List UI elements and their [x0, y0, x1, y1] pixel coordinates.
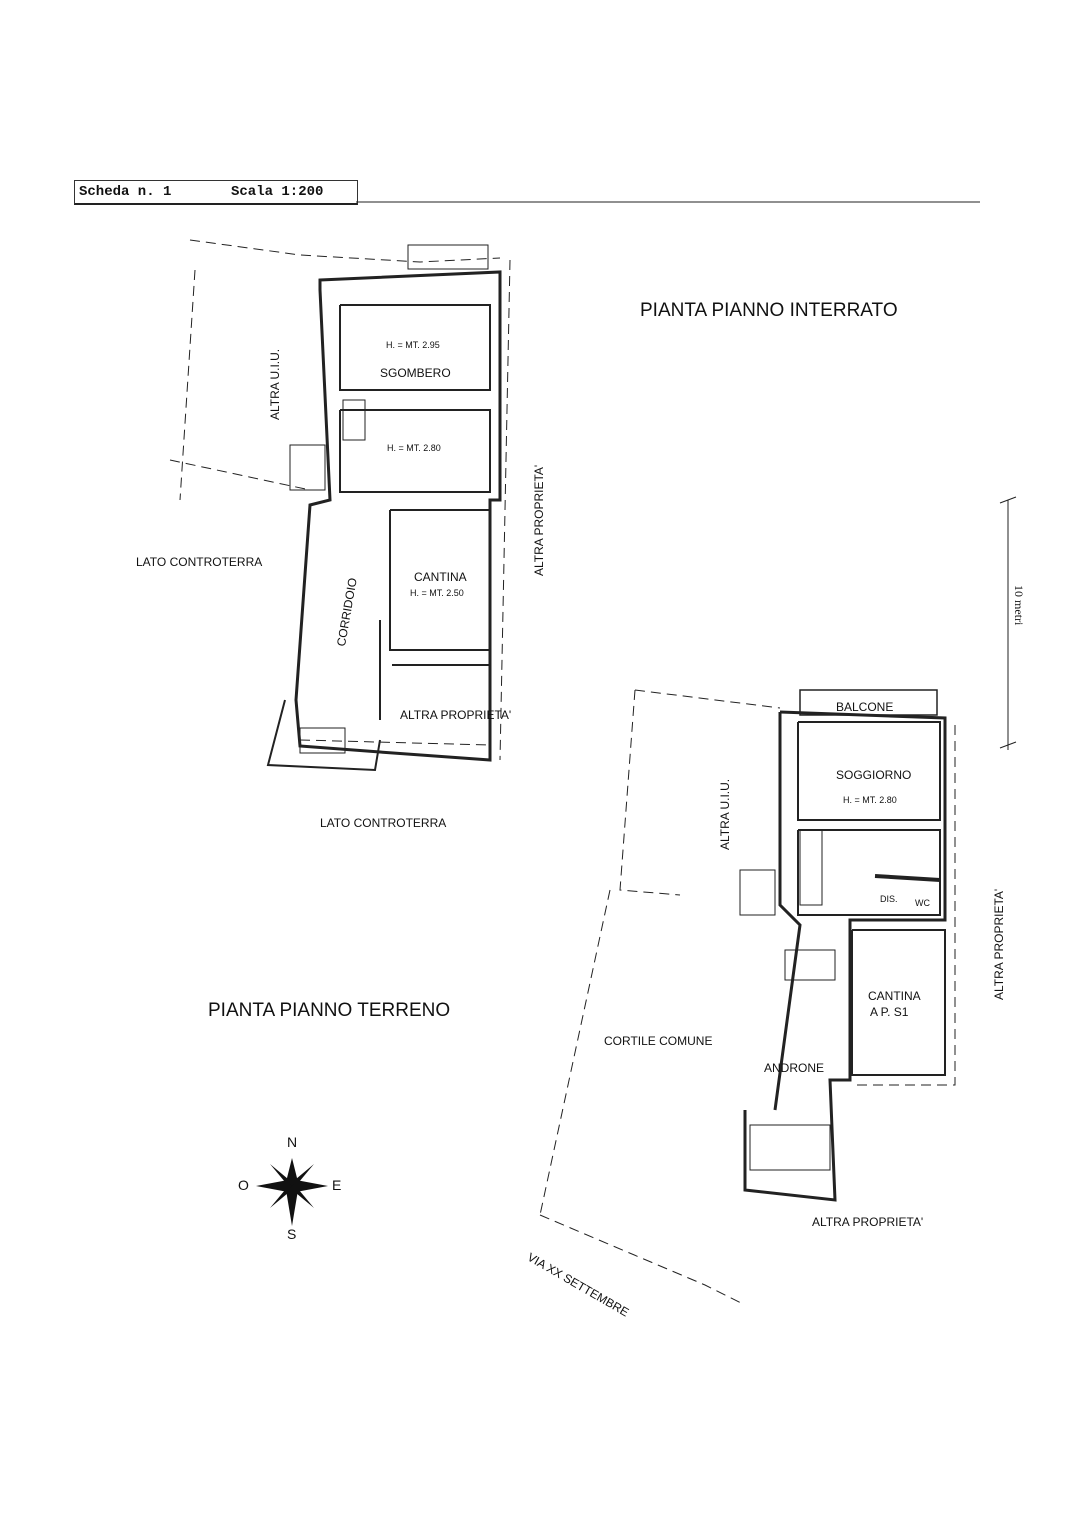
- ground-title: PIANTA PIANNO TERRENO: [208, 1000, 451, 1021]
- compass-e: E: [332, 1177, 342, 1193]
- scale-label: Scala 1:200: [231, 184, 324, 200]
- basement-plan-walls: [266, 270, 502, 772]
- room-height: H. = MT. 2.95: [386, 340, 440, 350]
- label-altra-proprieta: ALTRA PROPRIETA': [812, 1215, 924, 1229]
- room-height: H. = MT. 2.80: [843, 795, 897, 805]
- room-label-cantina: CANTINA: [868, 989, 921, 1003]
- label-altra-proprieta: ALTRA PROPRIETA': [400, 708, 512, 722]
- label-lato-controterra: LATO CONTROTERRA: [320, 816, 447, 830]
- label-lato-controterra: LATO CONTROTERRA: [136, 555, 263, 569]
- basement-stairs: [289, 244, 489, 754]
- room-label-androne: ANDRONE: [764, 1061, 825, 1075]
- compass-s: S: [287, 1226, 297, 1242]
- room-height: H. = MT. 2.50: [410, 588, 464, 598]
- room-height: H. = MT. 2.80: [387, 443, 441, 453]
- room-label-cortile-comune: CORTILE COMUNE: [604, 1034, 713, 1048]
- ground-stairs: [739, 829, 836, 1171]
- sheet-number: Scheda n. 1: [79, 184, 172, 200]
- label-altra-proprieta: ALTRA PROPRIETA': [532, 464, 546, 576]
- room-label-sgombero: SGOMBERO: [380, 366, 451, 380]
- room-label-balcone: BALCONE: [836, 700, 894, 714]
- label-altra-uiu: ALTRA U.I.U.: [268, 348, 282, 420]
- basement-dashed-boundaries: [169, 239, 511, 761]
- ground-dashed-boundaries: [539, 689, 956, 1306]
- scale-bar-label: 10 metri: [1012, 585, 1026, 626]
- room-label-wc: WC: [915, 898, 930, 908]
- room-label-cantina: CANTINA: [414, 570, 467, 584]
- basement-title: PIANTA PIANNO INTERRATO: [640, 300, 898, 321]
- compass-n: N: [287, 1134, 298, 1150]
- room-label-dis: DIS.: [880, 894, 898, 904]
- ground-plan-walls: [743, 689, 947, 1202]
- room-note: A P. S1: [870, 1005, 909, 1019]
- label-altra-uiu: ALTRA U.I.U.: [718, 778, 732, 850]
- compass-rose: [256, 1158, 328, 1226]
- scale-bar: [999, 496, 1017, 750]
- compass-w: O: [238, 1177, 249, 1193]
- label-altra-proprieta: ALTRA PROPRIETA': [992, 888, 1006, 1000]
- room-label-soggiorno: SOGGIORNO: [836, 768, 912, 782]
- title-block: Scheda n. 1 Scala 1:200: [74, 180, 358, 205]
